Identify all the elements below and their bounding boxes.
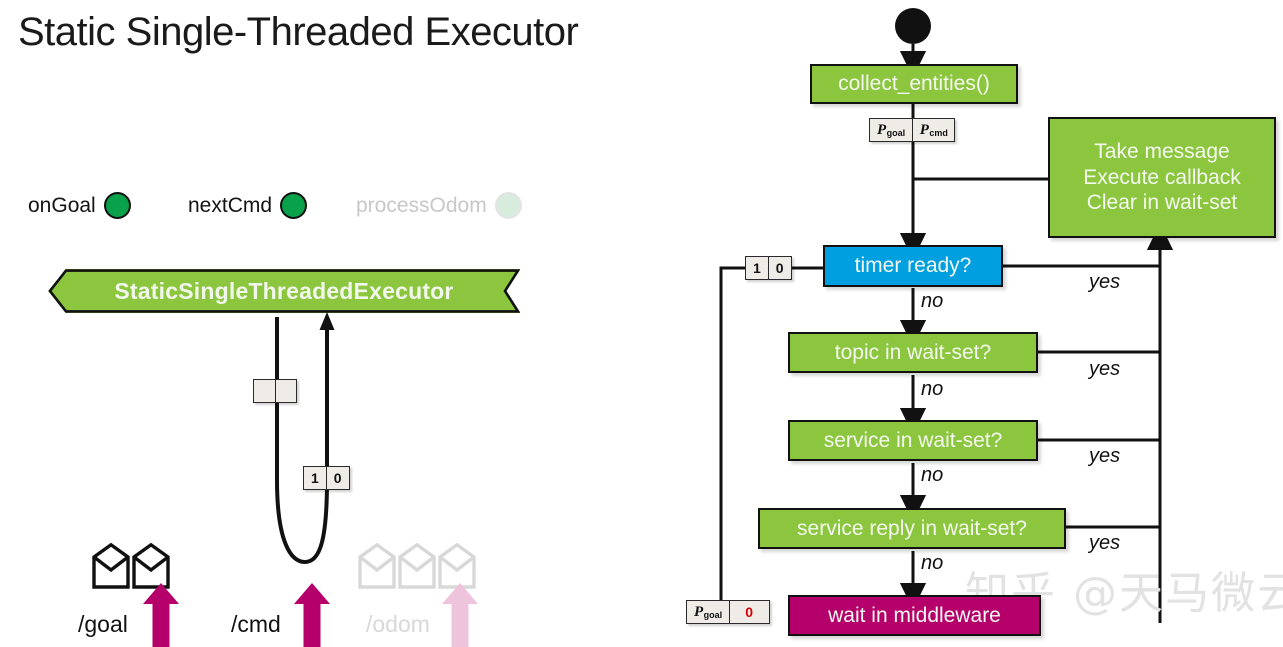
badge-cell: 0 <box>767 257 791 279</box>
edge-label-yes-1: yes <box>1089 271 1121 293</box>
node-collect-entities[interactable]: collect_entities() <box>810 64 1018 104</box>
envelope-group-goal <box>92 543 170 589</box>
edge-label-no-1: no <box>921 290 944 312</box>
executor-banner-fill <box>48 269 520 313</box>
node-wait-in-middleware[interactable]: wait in middleware <box>788 595 1041 636</box>
node-label: service reply in wait-set? <box>797 516 1027 540</box>
edge-label-no-4: no <box>921 552 944 574</box>
callback-item-processodom: processOdom <box>356 192 522 219</box>
node-label: service in wait-set? <box>823 428 1003 452</box>
topic-label-cmd: /cmd <box>231 611 281 637</box>
callback-item-ongoal: onGoal <box>28 192 131 219</box>
node-label: timer ready? <box>854 254 972 278</box>
executor-queue-badge-counts: 1 0 <box>303 466 350 490</box>
edge-label-no-3: no <box>921 464 944 486</box>
edge-label-yes-4: yes <box>1089 532 1121 554</box>
node-service-in-wait-set[interactable]: service in wait-set? <box>788 420 1038 461</box>
badge-cell: 0 <box>325 467 349 489</box>
node-label: wait in middleware <box>828 603 1001 627</box>
executor-banner-label: StaticSingleThreadedExecutor <box>114 277 454 304</box>
topic-label-odom: /odom <box>366 611 430 637</box>
edge-label-no-2: no <box>921 378 944 400</box>
executor-banner-outline <box>48 269 520 313</box>
envelope-group-odom <box>358 543 476 589</box>
node-label-line-3: Clear in wait-set <box>1086 191 1238 215</box>
node-timer-ready[interactable]: timer ready? <box>823 245 1003 287</box>
node-topic-in-wait-set[interactable]: topic in wait-set? <box>788 332 1038 373</box>
edge-label-yes-2: yes <box>1089 358 1121 380</box>
executor-flow-lines <box>275 312 335 565</box>
callback-label: nextCmd <box>188 193 273 217</box>
topic-arrow-goal <box>143 583 179 647</box>
callback-item-nextcmd: nextCmd <box>188 192 308 219</box>
badge-cell-count: 0 <box>728 601 769 623</box>
callback-dot-icon <box>280 192 308 219</box>
callback-label: onGoal <box>28 193 96 217</box>
topic-arrow-odom <box>442 583 478 647</box>
badge-cell: 1 <box>753 260 761 276</box>
node-label: topic in wait-set? <box>834 340 992 364</box>
node-label-line-1: Take message <box>1094 140 1230 164</box>
node-service-reply-in-wait-set[interactable]: service reply in wait-set? <box>758 508 1066 549</box>
badge-cell <box>254 380 275 402</box>
badge-cell: 1 <box>311 470 319 486</box>
topic-arrow-cmd <box>294 583 330 647</box>
executor-banner: StaticSingleThreadedExecutor <box>48 269 520 313</box>
edge-label-yes-3: yes <box>1089 445 1121 467</box>
node-label: collect_entities() <box>838 72 990 96</box>
executor-queue-badge-empty <box>253 379 297 403</box>
topic-label-goal: /goal <box>78 611 128 637</box>
node-take-message[interactable]: Take message Execute callback Clear in w… <box>1048 117 1276 238</box>
callback-label: processOdom <box>356 193 487 217</box>
callback-dot-icon <box>494 192 522 219</box>
node-label-line-2: Execute callback <box>1083 165 1241 189</box>
badge-cell <box>275 380 296 402</box>
page-title: Static Single-Threaded Executor <box>18 10 579 54</box>
callback-dot-icon <box>103 192 131 219</box>
badge-timer-loop-counts: 1 0 <box>745 256 792 280</box>
